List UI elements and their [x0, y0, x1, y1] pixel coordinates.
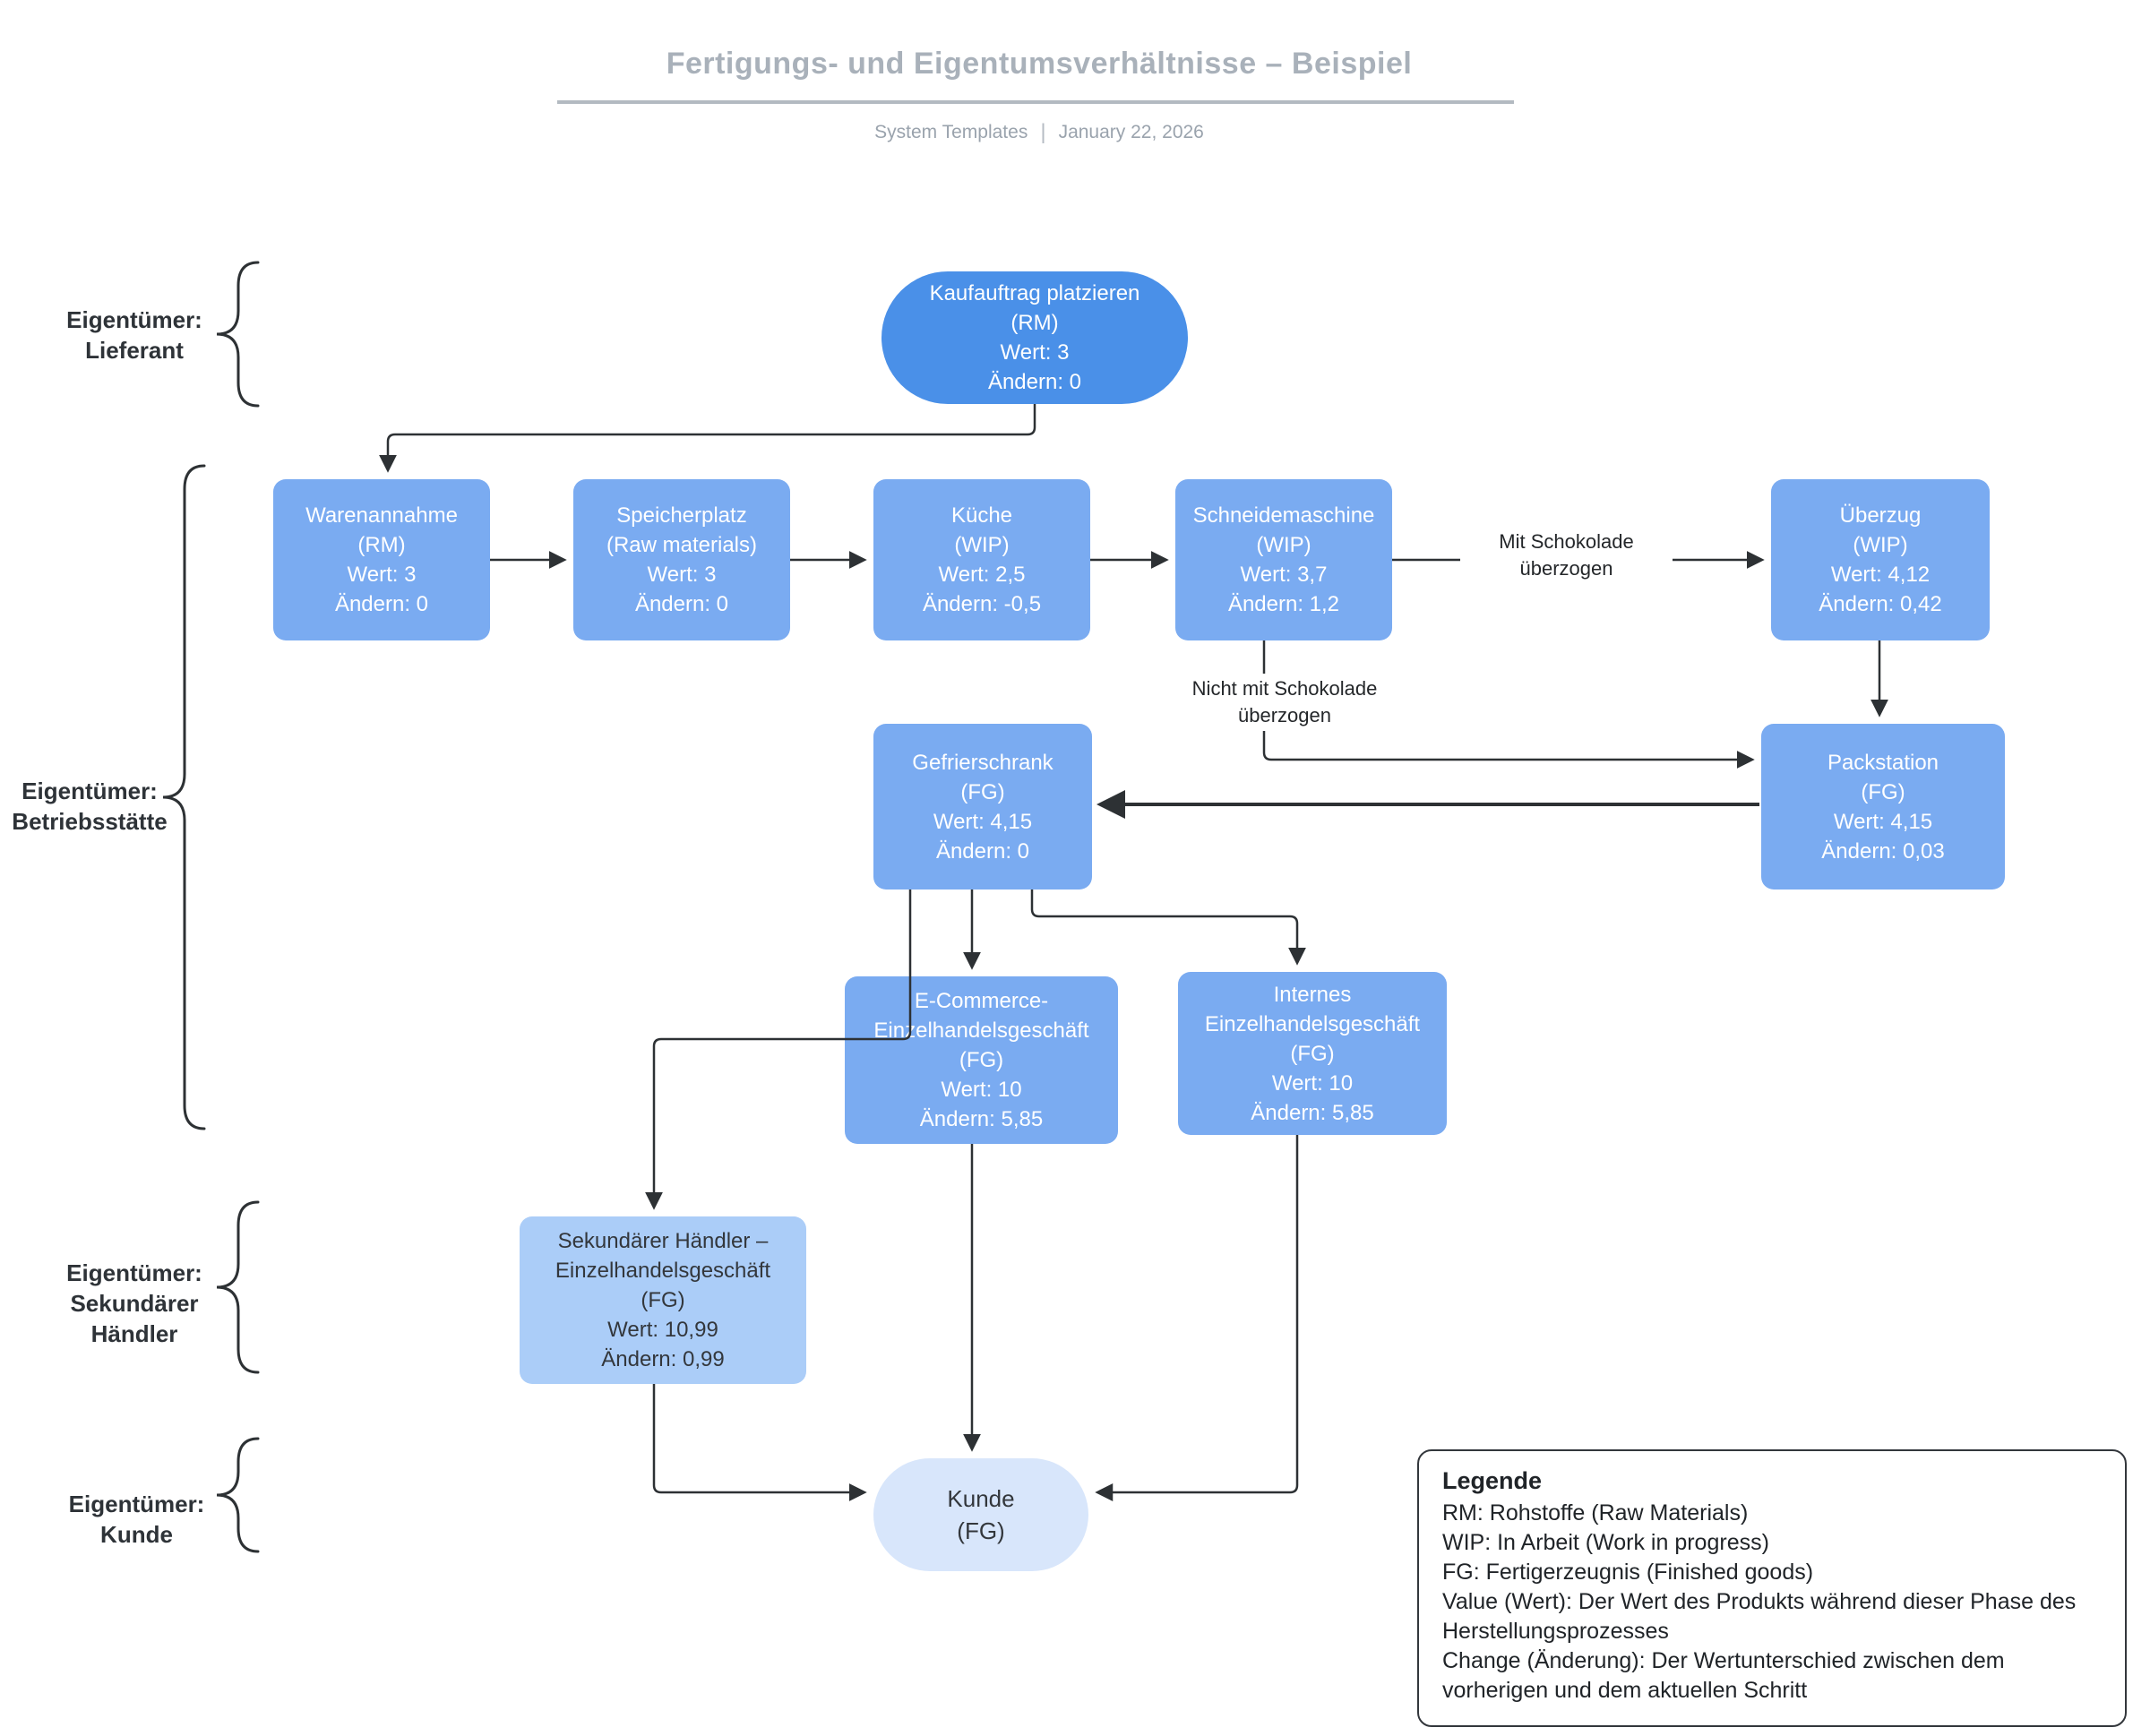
edge-label-nicht-mit-schokolade: Nicht mit Schokolade überzogen	[1167, 674, 1402, 731]
node-gefrierschrank: Gefrierschrank (FG) Wert: 4,15 Ändern: 0	[873, 724, 1092, 889]
owner-label-sekundaerer-haendler: Eigentümer: Sekundärer Händler	[66, 1259, 202, 1347]
legend-item-change: Change (Änderung): Der Wertunterschied z…	[1442, 1648, 2005, 1703]
page-subtitle: System Templates | January 22, 2026	[0, 120, 2078, 145]
subtitle-separator: |	[1040, 120, 1046, 144]
node-packstation: Packstation (FG) Wert: 4,15 Ändern: 0,03	[1761, 724, 2005, 889]
node-kunde: Kunde (FG)	[873, 1458, 1088, 1571]
legend-item-fg: FG: Fertigerzeugnis (Finished goods)	[1442, 1560, 1814, 1585]
legend-item-wip: WIP: In Arbeit (Work in progress)	[1442, 1530, 1769, 1555]
node-ecommerce-einzelhandelsgeschaeft: E-Commerce- Einzelhandelsgeschäft (FG) W…	[845, 976, 1118, 1144]
node-internes-einzelhandelsgeschaeft: Internes Einzelhandelsgeschäft (FG) Wert…	[1178, 972, 1447, 1135]
edge-internes-kunde	[1095, 1135, 1299, 1501]
node-speicherplatz: Speicherplatz (Raw materials) Wert: 3 Än…	[573, 479, 790, 640]
node-kueche: Küche (WIP) Wert: 2,5 Ändern: -0,5	[873, 479, 1090, 640]
node-warenannahme: Warenannahme (RM) Wert: 3 Ändern: 0	[273, 479, 490, 640]
edge-label-mit-schokolade: Mit Schokolade überzogen	[1460, 527, 1673, 584]
edge-kaufauftrag-warenannahme	[379, 404, 1036, 473]
legend-item-rm: RM: Rohstoffe (Raw Materials)	[1442, 1500, 1749, 1525]
legend-title: Legende	[1442, 1467, 1543, 1494]
node-schneidemaschine: Schneidemaschine (WIP) Wert: 3,7 Ändern:…	[1175, 479, 1392, 640]
subtitle-date: January 22, 2026	[1058, 122, 1204, 142]
owner-label-kunde: Eigentümer: Kunde	[68, 1491, 205, 1548]
edge-sekundaerer-kunde	[652, 1384, 867, 1501]
subtitle-source: System Templates	[874, 122, 1028, 142]
node-sekundaerer-haendler: Sekundärer Händler – Einzelhandelsgeschä…	[520, 1216, 806, 1384]
edge-gefrierschrank-internes	[1030, 889, 1306, 966]
node-ueberzug: Überzug (WIP) Wert: 4,12 Ändern: 0,42	[1771, 479, 1990, 640]
owner-label-lieferant: Eigentümer: Lieferant	[66, 306, 202, 364]
legend-box: Legende RM: Rohstoffe (Raw Materials) WI…	[1417, 1449, 2127, 1727]
title-underline	[557, 100, 1514, 104]
node-kaufauftrag-platzieren: Kaufauftrag platzieren (RM) Wert: 3 Ände…	[882, 271, 1188, 404]
legend-item-value: Value (Wert): Der Wert des Produkts währ…	[1442, 1589, 2077, 1644]
page-title: Fertigungs- und Eigentumsverhältnisse – …	[666, 47, 1413, 81]
owner-label-betriebsstaette: Eigentümer: Betriebsstätte	[12, 778, 168, 835]
